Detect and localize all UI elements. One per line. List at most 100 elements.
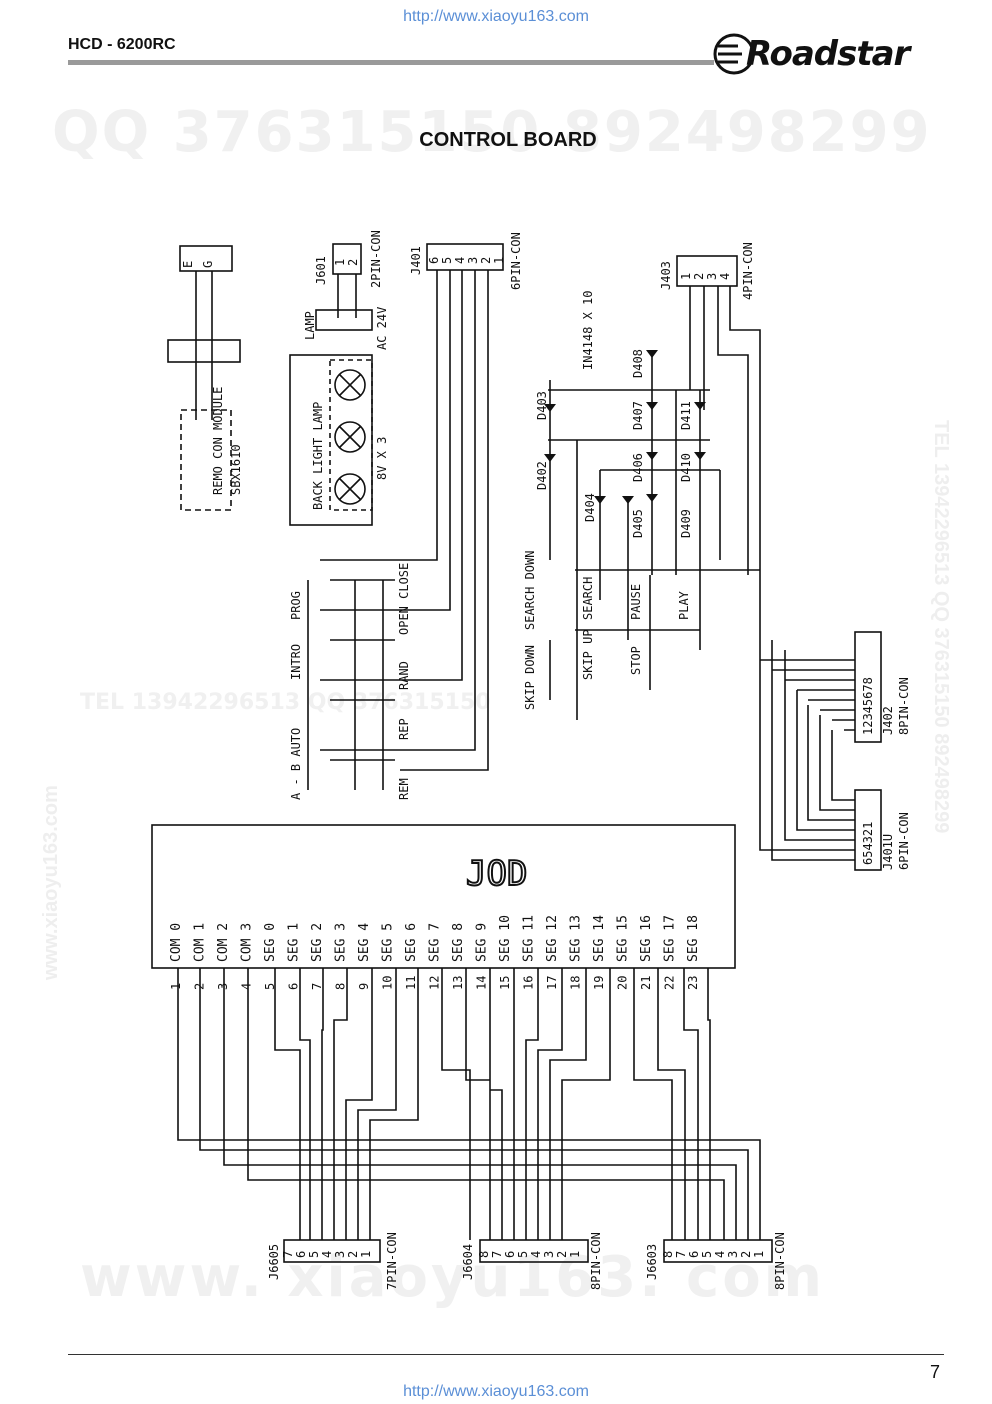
lcd-pin-label: SEG 13: [569, 915, 584, 962]
connector-pin-number: 3: [466, 257, 480, 264]
j6604-type: 8PIN-CON: [589, 1232, 603, 1290]
watermark-top: QQ 376315150 892498299: [52, 100, 932, 165]
j403-connector: [676, 255, 738, 287]
logo-emblem-icon: [713, 33, 755, 75]
lamp-icon: [334, 473, 366, 505]
connector-pin-number: 1: [679, 273, 693, 280]
top-url[interactable]: http://www.xiaoyu163.com: [403, 8, 589, 25]
connector-pin-number: 6: [294, 1251, 308, 1258]
lcd-pin-number: 17: [545, 976, 559, 990]
lcd-pin-label: SEG 9: [475, 923, 490, 962]
j401u-type: 6PIN-CON: [897, 812, 911, 870]
lcd-pin-number: 20: [616, 976, 630, 990]
j601-connector: [332, 243, 362, 275]
lcd-pin-label: SEG 3: [334, 923, 349, 962]
key-pause: PAUSE: [629, 584, 643, 620]
connector-pin-number: 5: [440, 257, 454, 264]
j403-type: 4PIN-CON: [741, 242, 755, 300]
lcd-pin-number: 10: [381, 976, 395, 990]
diode-icon: [694, 452, 706, 460]
lamp-rating: 8V X 3: [375, 437, 389, 480]
lcd-pin-number: 14: [475, 976, 489, 990]
j401u-ref: J401U: [881, 834, 895, 870]
j6604-connector: [479, 1239, 589, 1263]
lcd-pin-number: 22: [663, 976, 677, 990]
lcd-panel: [151, 824, 736, 969]
lcd-pin-label: SEG 14: [592, 915, 607, 962]
j402-pins: 12345678: [861, 677, 875, 735]
diode-label: D408: [631, 349, 645, 378]
diode-icon: [646, 452, 658, 460]
lamp-icon: [334, 421, 366, 453]
lcd-pin-label: SEG 16: [639, 915, 654, 962]
remo-module-part: SBX1610: [229, 444, 243, 495]
key-skip-down: SKIP DOWN: [523, 645, 537, 710]
key-search: SEARCH: [581, 577, 595, 620]
diode-icon: [544, 404, 556, 412]
lcd-pin-number: 15: [498, 976, 512, 990]
connector-pin-number: 7: [674, 1251, 688, 1258]
lcd-pin-number: 21: [639, 976, 653, 990]
diode-icon: [594, 496, 606, 504]
lcd-pin-number: 4: [240, 983, 254, 990]
key-rand: RAND: [397, 661, 411, 690]
lcd-pin-label: SEG 7: [428, 923, 443, 962]
model-name: HCD - 6200RC: [68, 36, 176, 53]
lcd-pin-number: 8: [334, 983, 348, 990]
key-ab-auto: A - B AUTO: [289, 728, 303, 800]
j401-connector: [426, 243, 504, 271]
j402-type: 8PIN-CON: [897, 677, 911, 735]
j401-type: 6PIN-CON: [509, 232, 523, 290]
j6603-type: 8PIN-CON: [773, 1232, 787, 1290]
j401u-pins: 654321: [861, 822, 875, 865]
connector-pin-number: 1: [333, 259, 347, 266]
connector-pin-number: 5: [307, 1251, 321, 1258]
j402-ref: J402: [881, 706, 895, 735]
lcd-pin-label: SEG 10: [498, 915, 513, 962]
watermark-middle: TEL 13942296513 QQ 376315150: [80, 690, 491, 715]
key-open-close: OPEN CLOSE: [397, 563, 411, 635]
connector-pin-number: 6: [687, 1251, 701, 1258]
lcd-pin-number: 1: [169, 983, 183, 990]
brand-name: Roadstar: [746, 34, 910, 74]
lcd-pin-number: 12: [428, 976, 442, 990]
roadstar-logo: [713, 33, 755, 75]
lcd-pin-number: 23: [686, 976, 700, 990]
connector-pin-number: 3: [542, 1251, 556, 1258]
connector-pin-number: 8: [477, 1251, 491, 1258]
lcd-pin-label: SEG 1: [287, 923, 302, 962]
lcd-pin-label: SEG 0: [263, 923, 278, 962]
j6605-ref: J6605: [267, 1244, 281, 1280]
j6605-type: 7PIN-CON: [385, 1232, 399, 1290]
lcd-pin-label: SEG 5: [381, 923, 396, 962]
j6604-ref: J6604: [461, 1244, 475, 1280]
connector-pin-number: 1: [492, 257, 506, 264]
remo-pin-e: E: [181, 261, 195, 268]
diode-icon: [544, 454, 556, 462]
page-title: CONTROL BOARD: [419, 129, 597, 151]
connector-pin-number: 1: [568, 1251, 582, 1258]
connector-pin-number: 2: [739, 1251, 753, 1258]
header-rule: [68, 60, 714, 65]
connector-pin-number: 3: [333, 1251, 347, 1258]
page-number: 7: [930, 1362, 941, 1382]
connector-pin-number: 4: [320, 1251, 334, 1258]
lcd-pin-number: 18: [569, 976, 583, 990]
key-skip-up: SKIP UP: [581, 629, 595, 680]
lcd-pin-number: 3: [216, 983, 230, 990]
connector-pin-number: 4: [453, 257, 467, 264]
diode-icon: [622, 496, 634, 504]
diode-icon: [646, 402, 658, 410]
connector-pin-number: 2: [346, 259, 360, 266]
j6603-connector: [663, 1239, 773, 1263]
bottom-url[interactable]: http://www.xiaoyu163.com: [403, 1383, 589, 1400]
lcd-pin-label: SEG 11: [522, 915, 537, 962]
lcd-pin-number: 5: [263, 983, 277, 990]
connector-pin-number: 2: [479, 257, 493, 264]
diode-label: D402: [535, 461, 549, 490]
connector-pin-number: 4: [529, 1251, 543, 1258]
remo-module-box: [180, 409, 232, 511]
lcd-pin-number: 6: [287, 983, 301, 990]
